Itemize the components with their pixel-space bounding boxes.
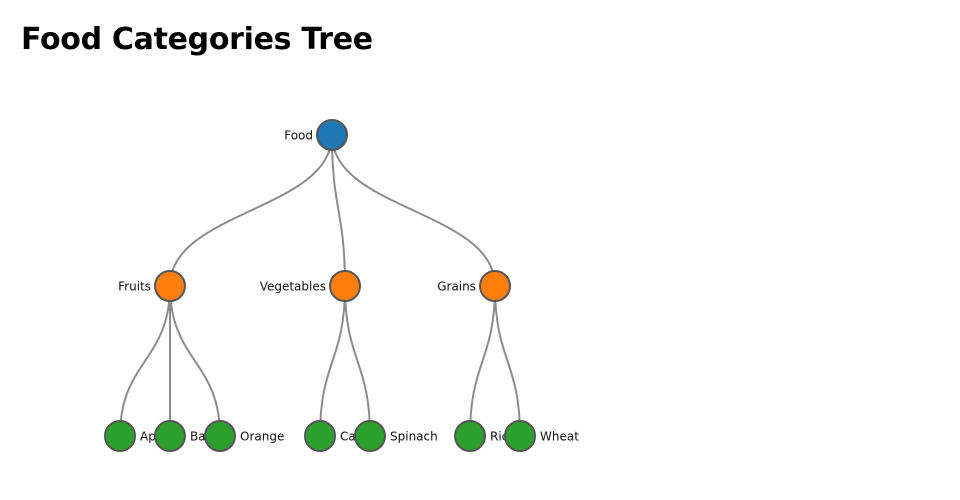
node-vegetables-label: Vegetables xyxy=(260,280,326,294)
link-food-grains xyxy=(331,134,496,287)
node-spinach[interactable]: Spinach xyxy=(354,420,438,452)
link-food-fruits xyxy=(169,134,333,287)
link-vegetables-carrot xyxy=(319,285,346,437)
node-grains[interactable]: Grains xyxy=(437,270,511,302)
page-title: Food Categories Tree xyxy=(21,22,373,57)
node-food-label: Food xyxy=(284,129,313,143)
link-grains-wheat xyxy=(494,285,521,437)
node-grains-circle[interactable] xyxy=(479,270,511,302)
link-grains-rice xyxy=(469,285,496,437)
node-fruits-label: Fruits xyxy=(118,280,151,294)
node-food[interactable]: Food xyxy=(284,119,348,151)
node-grains-label: Grains xyxy=(437,280,476,294)
node-rice-circle[interactable] xyxy=(454,420,486,452)
nodes-layer: FoodFruitsVegetablesGrainsAppleBananaOra… xyxy=(104,119,579,452)
node-fruits[interactable]: Fruits xyxy=(118,270,186,302)
link-fruits-orange xyxy=(169,285,221,437)
node-banana-circle[interactable] xyxy=(154,420,186,452)
node-orange-label: Orange xyxy=(240,430,284,444)
node-spinach-label: Spinach xyxy=(390,430,438,444)
link-vegetables-spinach xyxy=(344,285,371,437)
node-carrot-circle[interactable] xyxy=(304,420,336,452)
links-layer xyxy=(119,134,521,437)
node-vegetables-circle[interactable] xyxy=(329,270,361,302)
node-orange-circle[interactable] xyxy=(204,420,236,452)
node-vegetables[interactable]: Vegetables xyxy=(260,270,361,302)
node-wheat-circle[interactable] xyxy=(504,420,536,452)
node-wheat-label: Wheat xyxy=(540,430,579,444)
node-fruits-circle[interactable] xyxy=(154,270,186,302)
node-wheat[interactable]: Wheat xyxy=(504,420,579,452)
node-food-circle[interactable] xyxy=(316,119,348,151)
node-apple-circle[interactable] xyxy=(104,420,136,452)
node-spinach-circle[interactable] xyxy=(354,420,386,452)
node-orange[interactable]: Orange xyxy=(204,420,284,452)
link-fruits-apple xyxy=(119,285,171,437)
link-food-vegetables xyxy=(331,134,346,287)
